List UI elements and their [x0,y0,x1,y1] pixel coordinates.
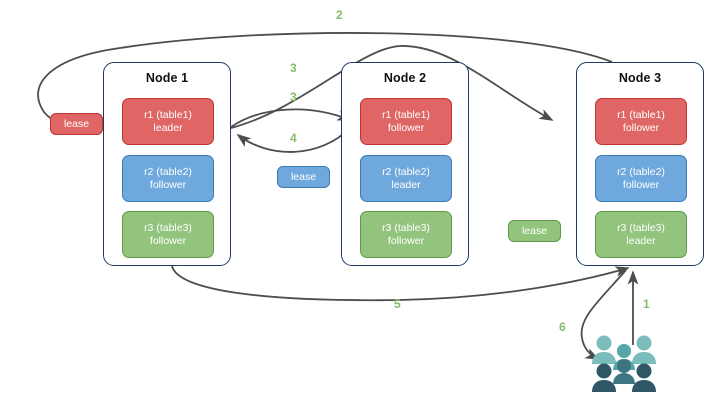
replica-range-label: r3 (table3) [617,221,665,234]
lease-badge-green[interactable]: lease [508,220,561,242]
lease-badge-red[interactable]: lease [50,113,103,135]
edge-label-3-lower: 3 [290,90,297,104]
users-group-icon [592,335,656,392]
user-figure-back-left [592,335,616,364]
user-figure-back-right [632,335,656,364]
replica-n3r2[interactable]: r2 (table2) follower [595,155,687,202]
lease-badge-blue[interactable]: lease [277,166,330,188]
node-title: Node 3 [618,71,662,85]
node-box-node2[interactable]: Node 2 r1 (table1) follower r2 (table2) … [341,62,469,266]
replica-role-label: follower [622,121,660,134]
replica-range-label: r2 (table2) [617,165,665,178]
replica-role-label: follower [149,178,187,191]
replica-range-label: r1 (table1) [382,108,430,121]
lease-label: lease [521,225,548,237]
user-figure-front-left [592,363,616,392]
edge-label-3-upper: 3 [290,61,297,75]
replica-role-label: leader [153,121,183,134]
edge-label-4: 4 [290,131,297,145]
replica-role-label: follower [622,178,660,191]
replica-role-label: follower [387,121,425,134]
replica-range-label: r1 (table1) [617,108,665,121]
edge-label-5: 5 [394,297,401,311]
node-box-node1[interactable]: Node 1 r1 (table1) leader r2 (table2) fo… [103,62,231,266]
replica-n2r1[interactable]: r1 (table1) follower [360,98,452,145]
node-title: Node 1 [145,71,189,85]
replica-n1r1[interactable]: r1 (table1) leader [122,98,214,145]
replica-range-label: r2 (table2) [144,165,192,178]
node-box-node3[interactable]: Node 3 r1 (table1) follower r2 (table2) … [576,62,704,266]
replica-range-label: r1 (table1) [144,108,192,121]
replica-role-label: leader [626,234,656,247]
replica-range-label: r3 (table3) [144,221,192,234]
edge-label-2: 2 [336,8,343,22]
edge-path-3-lower [230,108,352,128]
replica-role-label: leader [391,178,421,191]
node-title: Node 2 [383,71,427,85]
replica-role-label: follower [149,234,187,247]
edge-path-5 [171,265,630,302]
replica-range-label: r2 (table2) [382,165,430,178]
user-figure-front-center [613,359,635,384]
lease-label: lease [63,118,90,130]
replica-n1r3[interactable]: r3 (table3) follower [122,211,214,258]
replica-n3r1[interactable]: r1 (table1) follower [595,98,687,145]
replica-n3r3[interactable]: r3 (table3) leader [595,211,687,258]
user-figure-front-right [632,363,656,392]
lease-label: lease [290,171,317,183]
replica-n2r3[interactable]: r3 (table3) follower [360,211,452,258]
replica-n2r2[interactable]: r2 (table2) leader [360,155,452,202]
replica-n1r2[interactable]: r2 (table2) follower [122,155,214,202]
edge-label-1: 1 [643,297,650,311]
replica-range-label: r3 (table3) [382,221,430,234]
edge-label-6: 6 [559,320,566,334]
replica-role-label: follower [387,234,425,247]
